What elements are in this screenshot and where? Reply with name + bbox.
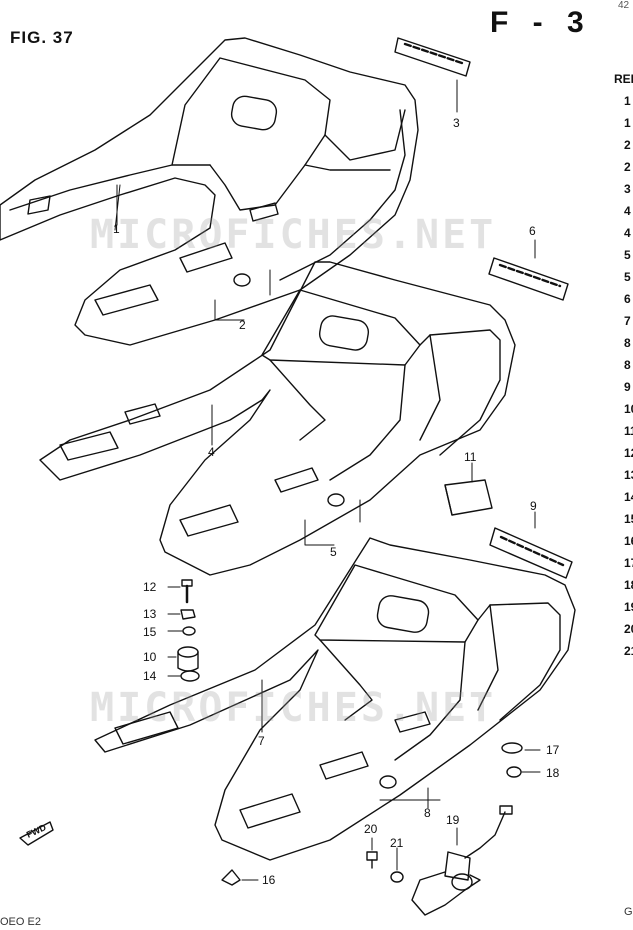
cap-16 xyxy=(221,869,241,886)
ref-column-item: 2 xyxy=(624,138,631,152)
nut-13 xyxy=(180,609,196,620)
ref-column-item: 13 xyxy=(624,468,633,482)
emblem-3 xyxy=(394,37,471,77)
footer-left: OEO E2 xyxy=(0,916,41,928)
callout-19: 19 xyxy=(446,813,460,827)
corner-text: 42 xyxy=(618,0,630,11)
ref-column-item: 2 xyxy=(624,160,631,174)
figure-label: FIG. 37 xyxy=(10,28,74,47)
ref-column-item: 20 xyxy=(624,622,633,636)
ref-column-item: 7 xyxy=(624,314,631,328)
seat-tail-cowl-lower xyxy=(94,537,576,861)
washer-14 xyxy=(180,670,200,682)
callout-20: 20 xyxy=(364,822,378,836)
ref-column-item: 4 xyxy=(624,204,631,218)
callout-10: 10 xyxy=(143,650,157,664)
ref-column-item: 9 xyxy=(624,380,631,394)
callout-3: 3 xyxy=(453,116,460,130)
ref-column-item: 14 xyxy=(624,490,633,504)
lamp-19 xyxy=(411,805,513,916)
callout-13: 13 xyxy=(143,607,157,621)
cushion-17 xyxy=(501,742,523,754)
callout-15: 15 xyxy=(143,625,157,639)
ref-column-item: 3 xyxy=(624,182,631,196)
page-code: F - 3 xyxy=(490,6,592,39)
ref-column-item: 19 xyxy=(624,600,633,614)
bolt-12 xyxy=(181,579,193,604)
ref-column-item: 17 xyxy=(624,556,633,570)
callout-5: 5 xyxy=(330,545,337,559)
nut-18 xyxy=(506,766,522,778)
leader-lines xyxy=(116,79,541,881)
ref-column-item: 15 xyxy=(624,512,633,526)
callout-18: 18 xyxy=(546,766,560,780)
emblem-6 xyxy=(488,257,569,301)
ref-column-item: 6 xyxy=(624,292,631,306)
callout-14: 14 xyxy=(143,669,157,683)
seat-tail-cowl-middle xyxy=(39,261,516,576)
ref-column-item: 21 xyxy=(624,644,633,658)
ref-column-item: 5 xyxy=(624,248,631,262)
callout-16: 16 xyxy=(262,873,276,887)
watermark: MICROFICHES.NET xyxy=(90,212,497,258)
washer-15 xyxy=(182,626,196,636)
ref-column-item: 4 xyxy=(624,226,631,240)
callout-11: 11 xyxy=(464,450,477,464)
watermark: MICROFICHES.NET xyxy=(90,685,497,731)
ref-column-item: 18 xyxy=(624,578,633,592)
callout-2: 2 xyxy=(239,318,246,332)
footer-right: G xyxy=(624,906,633,918)
emblem-9 xyxy=(489,527,573,579)
callout-7: 7 xyxy=(258,734,265,748)
pad-11 xyxy=(444,479,493,516)
callout-17: 17 xyxy=(546,743,560,757)
bolt-20 xyxy=(366,851,378,869)
seat-tail-cowl-upper xyxy=(0,37,419,346)
cushion-10 xyxy=(177,646,199,672)
ref-column-item: 10 xyxy=(624,402,633,416)
forward-arrow-icon xyxy=(19,821,54,846)
ref-column-item: 8 xyxy=(624,358,631,372)
ref-column-item: 5 xyxy=(624,270,631,284)
ref-column-item: 11 xyxy=(624,424,633,438)
ref-column-item: 8 xyxy=(624,336,631,350)
callout-12: 12 xyxy=(143,580,157,594)
callout-6: 6 xyxy=(529,224,536,238)
ref-column-item: 1 xyxy=(624,116,631,130)
callout-8: 8 xyxy=(424,806,431,820)
ref-column-header: REI xyxy=(614,72,633,86)
callout-9: 9 xyxy=(530,499,537,513)
callout-21: 21 xyxy=(390,836,404,850)
ref-column-item: 12 xyxy=(624,446,633,460)
nut-21 xyxy=(390,871,404,883)
ref-column-item: 1 xyxy=(624,94,631,108)
ref-column-item: 16 xyxy=(624,534,633,548)
callout-4: 4 xyxy=(208,445,215,459)
callout-1: 1 xyxy=(113,222,120,236)
